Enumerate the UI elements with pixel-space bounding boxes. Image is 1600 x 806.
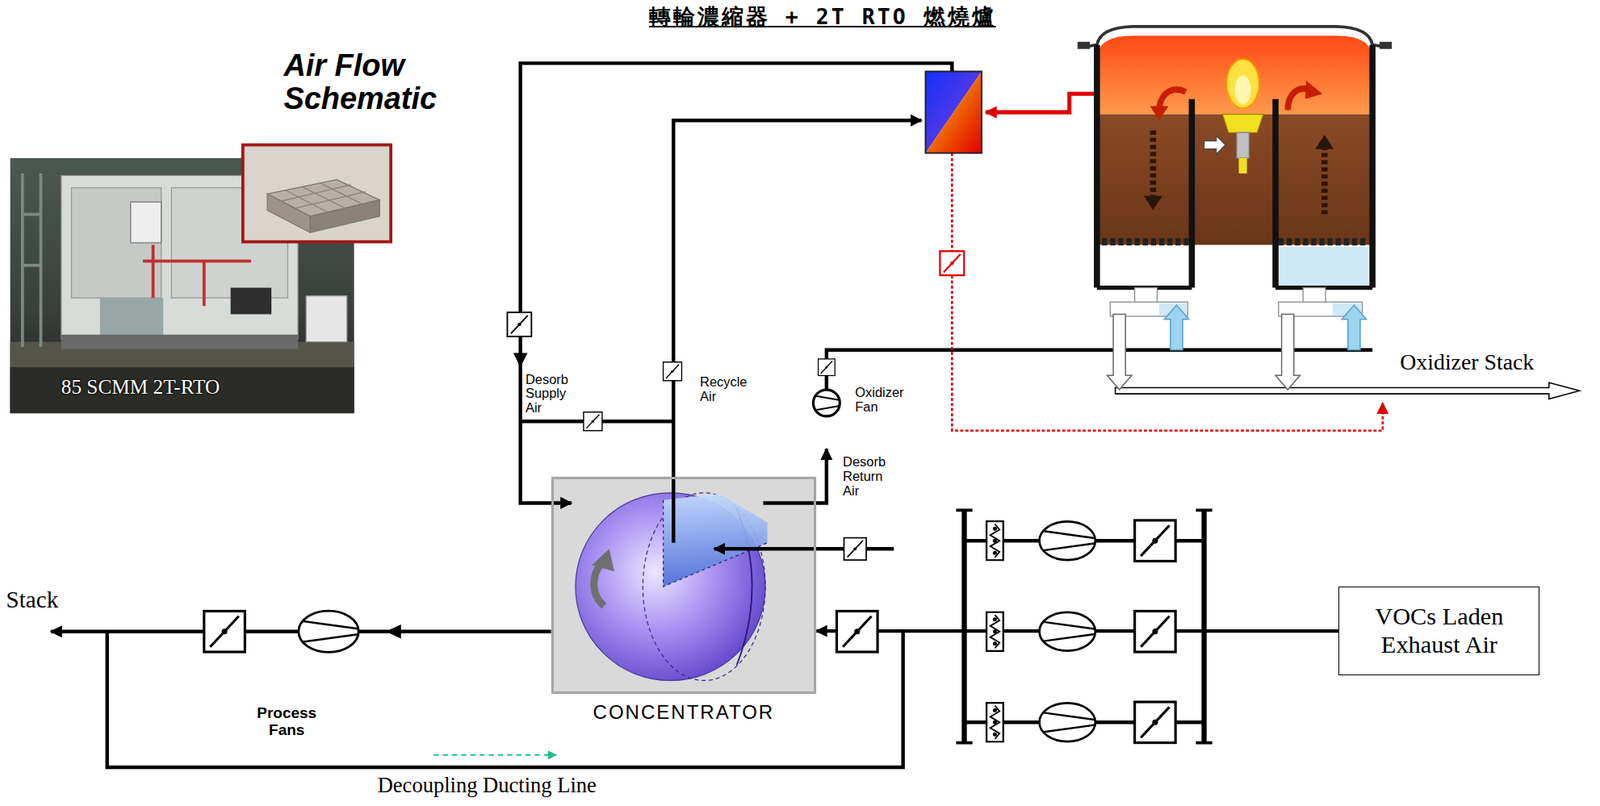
node-text: CONCENTRATOR — [553, 701, 815, 725]
node-text: VOCs Laden Exhaust Air — [1347, 603, 1531, 660]
decoupling-flow-arrow — [433, 754, 557, 756]
outlet-label: Oxidizer Stack — [1399, 350, 1534, 376]
dampers — [204, 251, 1176, 743]
duct-label: Decoupling Ducting Line — [377, 774, 597, 798]
fan-group-label: Process Fans — [240, 704, 333, 741]
source-box: VOCs Laden Exhaust Air — [1338, 586, 1540, 676]
duct-label: Desorb Supply Air — [525, 372, 583, 416]
outlet-label: Stack — [6, 587, 59, 614]
equipment-photo: 85 SCMM 2T-RTO — [10, 158, 355, 414]
heat-exchanger — [925, 71, 982, 154]
duct-label: Recycle Air — [699, 375, 758, 405]
flow-arrowheads — [385, 353, 528, 640]
concentrator-wheel — [551, 477, 817, 695]
duct-label: Desorb Return Air — [842, 455, 897, 499]
oxidizer-stack-arrow — [1115, 382, 1580, 399]
duct-lines — [50, 62, 1373, 768]
rto-oxidizer — [1077, 26, 1392, 390]
hot-gas-lines — [951, 93, 1383, 431]
fans — [298, 389, 1096, 742]
diagram-title: 轉輪濃縮器 + 2T RTO 燃燒爐 — [649, 4, 997, 30]
filters — [986, 521, 1004, 742]
honeycomb-inset — [242, 145, 391, 243]
concentrator-housing: CONCENTRATOR — [551, 477, 817, 695]
node-text: 85 SCMM 2T-RTO — [61, 375, 220, 399]
fan-label: Oxidizer Fan — [854, 385, 922, 415]
diagram-heading: Air Flow Schematic — [283, 49, 519, 117]
